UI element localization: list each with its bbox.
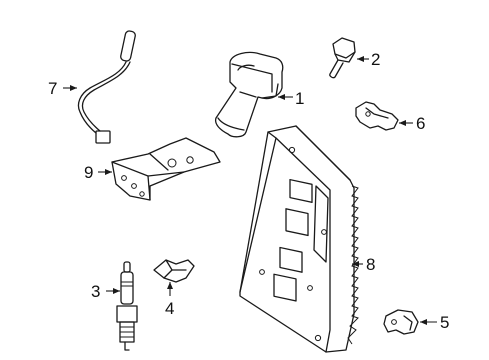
callout-2: 2	[371, 50, 380, 69]
p-clip-part	[383, 309, 419, 335]
small-bracket-part	[153, 259, 195, 283]
callout-1: 1	[295, 89, 304, 108]
spark-plug-part	[116, 261, 138, 351]
control-module-part	[239, 125, 359, 353]
ignition-coil-part	[214, 51, 284, 138]
callout-9: 9	[84, 163, 93, 182]
callout-7: 7	[48, 79, 57, 98]
callout-5: 5	[440, 313, 449, 332]
callout-4: 4	[165, 299, 174, 318]
callout-8: 8	[366, 255, 375, 274]
bolt-part	[329, 37, 356, 79]
callout-3: 3	[91, 282, 100, 301]
clip-bracket-part	[355, 101, 399, 131]
oxygen-sensor-part	[77, 30, 136, 144]
heat-shield-part	[111, 137, 221, 201]
callout-6: 6	[416, 114, 425, 133]
